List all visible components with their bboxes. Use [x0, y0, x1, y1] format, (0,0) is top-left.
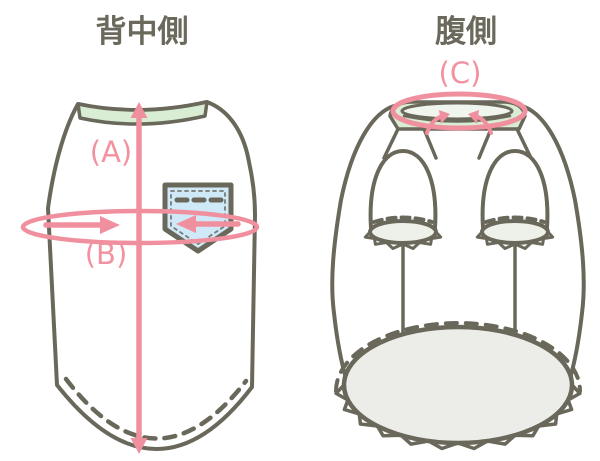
left-sleeve-seam-a	[382, 127, 400, 160]
neck-opening	[400, 101, 514, 121]
measure-a-arrow-down-head	[130, 438, 148, 454]
measure-b-arrow-right-head	[100, 216, 120, 234]
collar-fold-line	[402, 114, 512, 123]
left-cuff-stitch-dashes	[372, 215, 434, 224]
measure-c-arrow-right-head	[468, 110, 479, 124]
back-view: 背中側 (A) (B)	[20, 14, 260, 454]
right-cuff-opening	[480, 219, 550, 245]
measure-c-arrow-right-shaft	[476, 115, 493, 135]
left-cuff-zigzag-trim	[363, 230, 443, 250]
measure-b-arrow-left-head	[176, 215, 196, 233]
measure-c-arrow-left-shaft	[425, 115, 442, 135]
belly-stitch-dashes	[334, 321, 582, 393]
measure-a-arrow-up-head	[130, 102, 148, 118]
belly-opening	[341, 324, 575, 446]
pocket-stitch-outline	[170, 190, 226, 245]
back-view-title: 背中側	[96, 14, 189, 50]
measure-c-label: (C)	[439, 56, 482, 90]
belly-view-title: 腹側	[435, 14, 497, 50]
left-cuff-opening	[368, 219, 438, 245]
right-cuff-stitch-dashes	[484, 215, 546, 224]
right-sleeve-seam-b	[477, 127, 493, 160]
right-cuff-zigzag-trim	[475, 230, 555, 250]
measure-c-arrow-left-head	[439, 110, 450, 124]
measure-a-label: (A)	[90, 135, 132, 169]
measure-b-label: (B)	[85, 237, 128, 271]
measure-c-ellipse	[390, 91, 528, 131]
hem-stitch-dashes	[63, 376, 249, 441]
belly-view: 腹側 (C)	[330, 14, 586, 451]
